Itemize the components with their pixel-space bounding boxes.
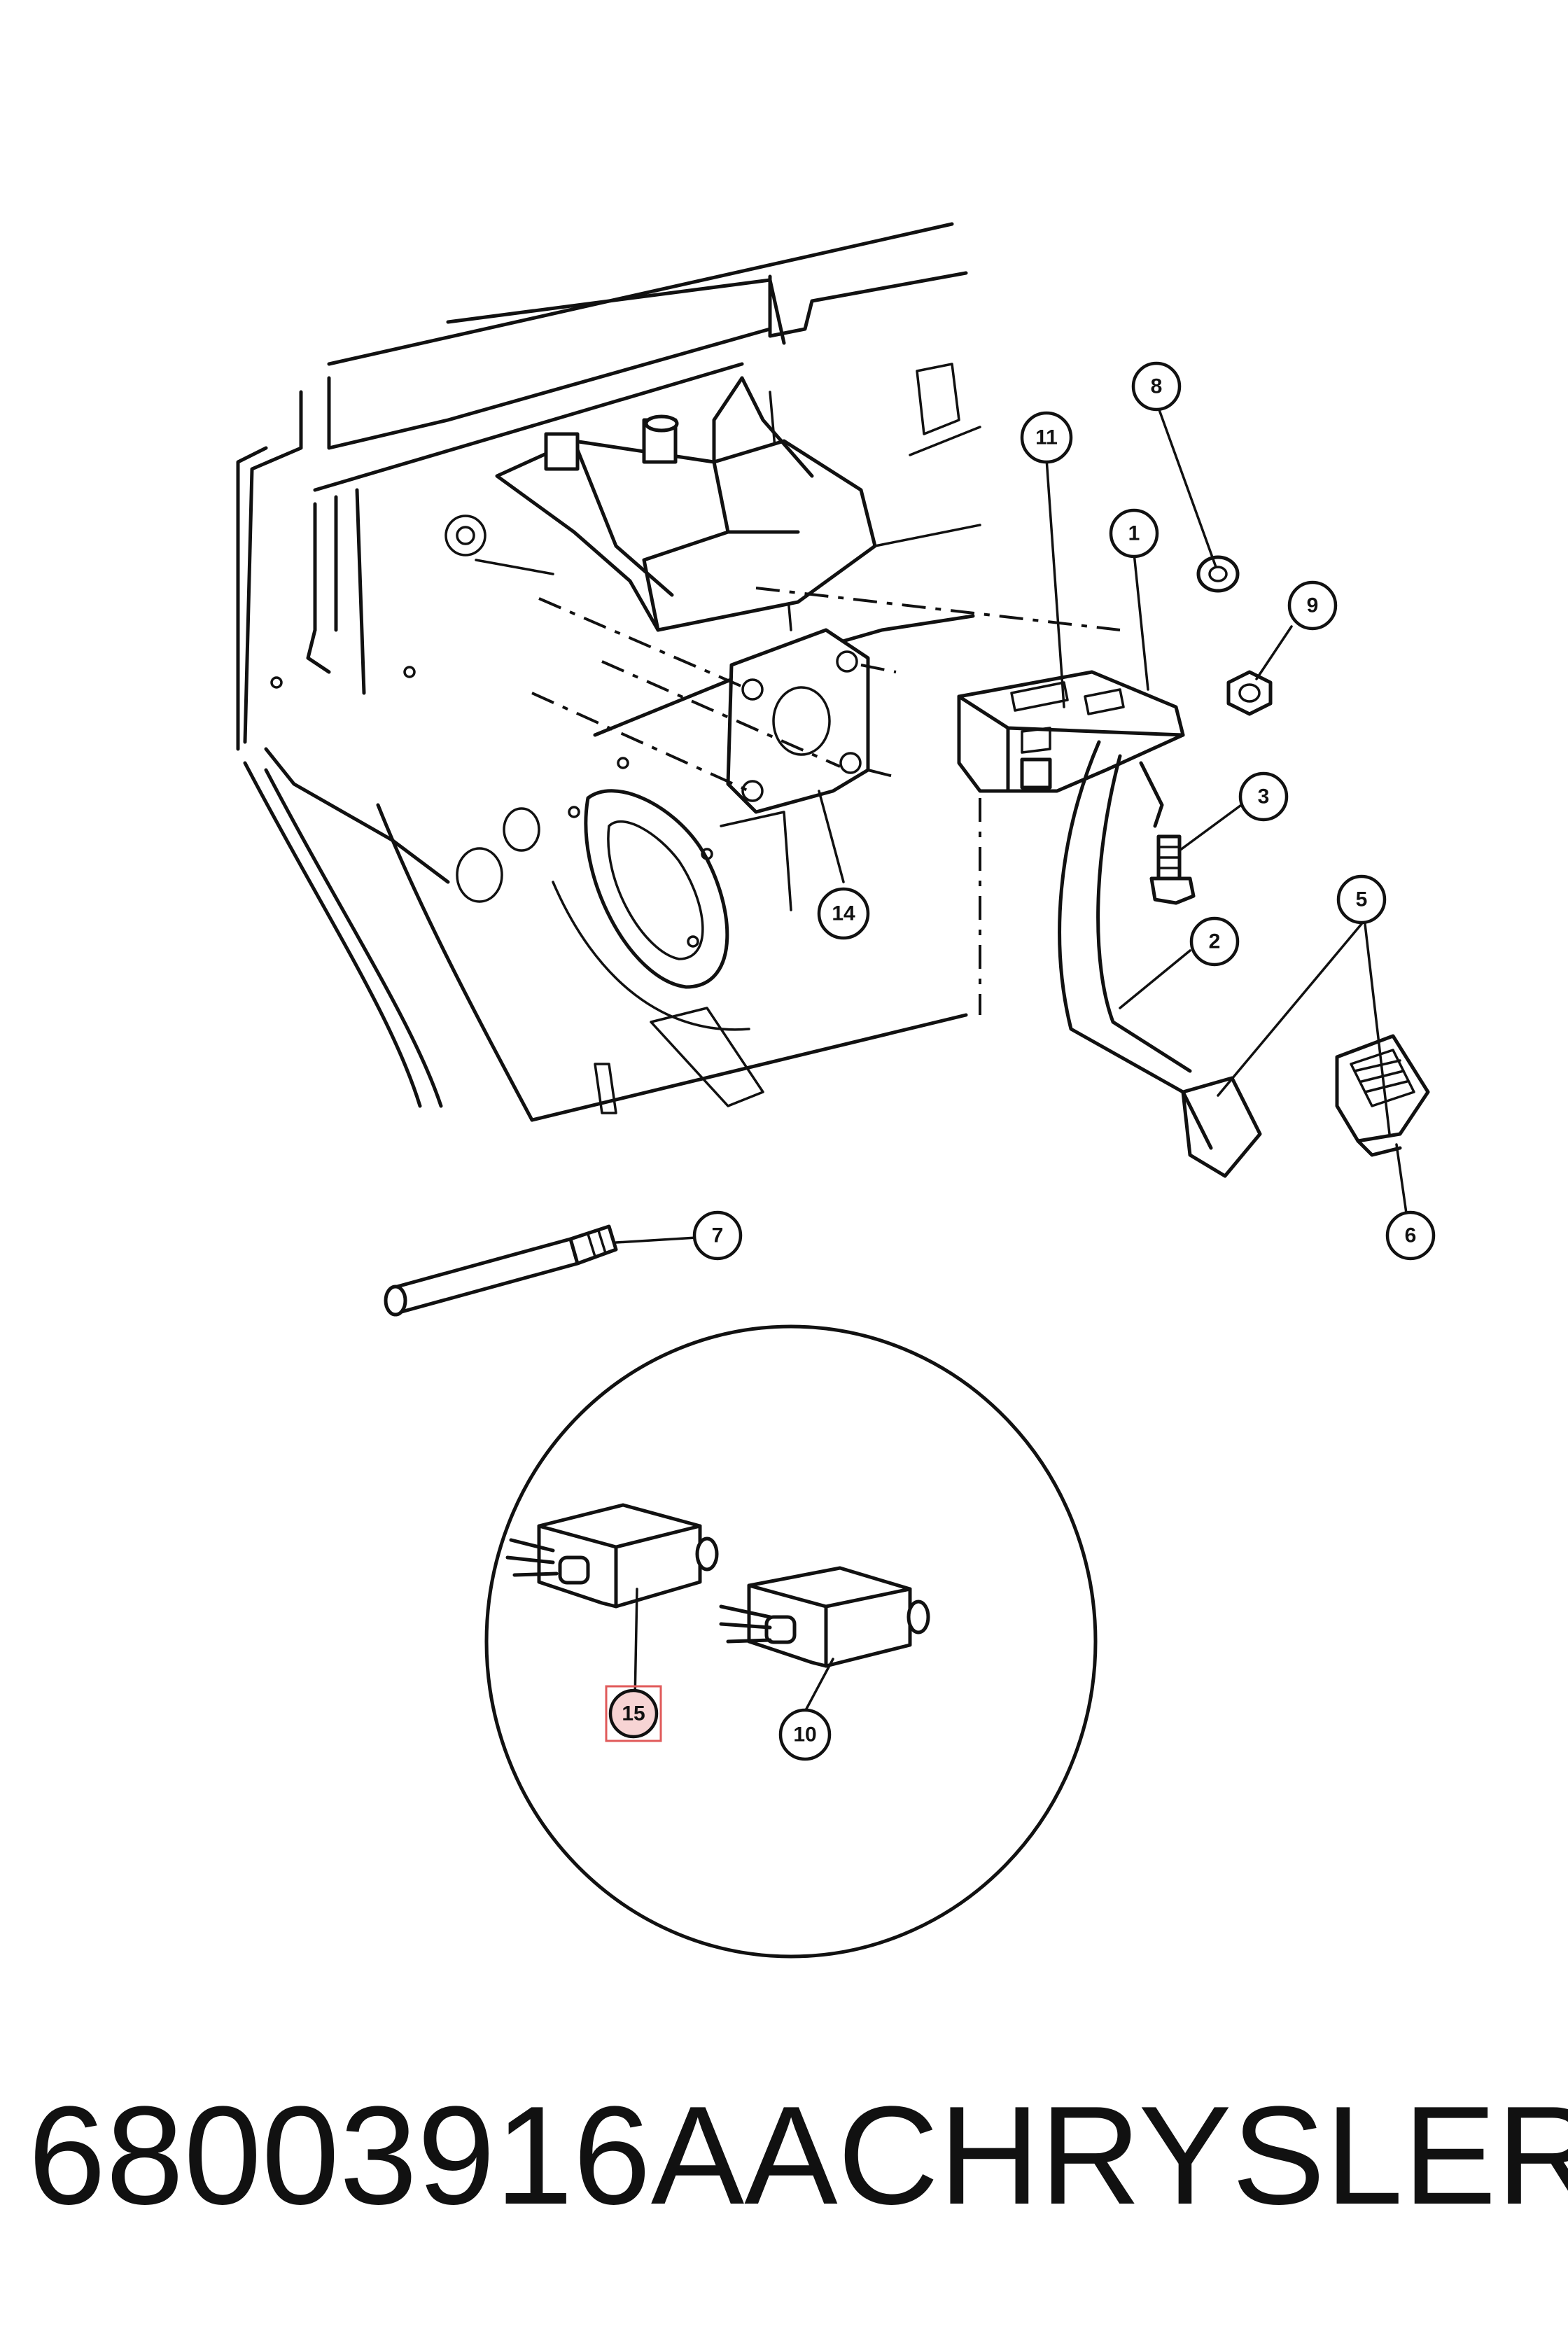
callout-label: 2 bbox=[1209, 930, 1221, 953]
detail-inset bbox=[484, 1324, 1098, 1959]
callout-label: 3 bbox=[1258, 785, 1270, 808]
washer bbox=[1196, 555, 1240, 593]
brand-name: CHRYSLER bbox=[837, 2078, 1568, 2234]
part-number: 68003916AA bbox=[28, 2078, 838, 2234]
pedal-assembly bbox=[755, 587, 1262, 1178]
callout-15-highlighted: 15 bbox=[605, 1685, 662, 1742]
part-caption: 68003916AA CHRYSLER bbox=[28, 2072, 1568, 2240]
callout-label: 7 bbox=[712, 1224, 724, 1247]
callout-1: 1 bbox=[1109, 508, 1159, 559]
callout-5: 5 bbox=[1336, 874, 1387, 925]
dash-bracket bbox=[444, 376, 877, 632]
callout-label: 8 bbox=[1151, 375, 1163, 398]
parts-diagram: 1 2 3 5 6 7 8 9 10 11 14 15 bbox=[236, 222, 1436, 1959]
callout-6: 6 bbox=[1385, 1210, 1436, 1261]
nut bbox=[1226, 670, 1273, 716]
callout-label: 10 bbox=[793, 1723, 816, 1746]
callout-3: 3 bbox=[1238, 771, 1289, 822]
leader-lines bbox=[615, 387, 1408, 1713]
bolt bbox=[1149, 834, 1196, 905]
callout-label: 1 bbox=[1128, 522, 1140, 545]
callout-label: 5 bbox=[1356, 888, 1368, 911]
callout-14: 14 bbox=[817, 887, 870, 940]
callout-8: 8 bbox=[1131, 361, 1182, 412]
callout-9: 9 bbox=[1287, 580, 1338, 631]
callout-label: 9 bbox=[1307, 594, 1319, 617]
callout-label: 14 bbox=[832, 902, 855, 925]
push-rod bbox=[384, 1224, 618, 1317]
callout-10: 10 bbox=[778, 1708, 832, 1761]
callout-label: 6 bbox=[1405, 1224, 1417, 1247]
callout-2: 2 bbox=[1189, 916, 1240, 967]
callout-11: 11 bbox=[1020, 411, 1073, 464]
firewall-panel bbox=[236, 222, 981, 1122]
callout-label: 15 bbox=[622, 1702, 645, 1726]
callout-7: 7 bbox=[692, 1210, 743, 1261]
callout-label: 11 bbox=[1035, 426, 1058, 449]
bracket-plate bbox=[531, 597, 897, 814]
pedal-pad bbox=[1335, 1034, 1430, 1157]
